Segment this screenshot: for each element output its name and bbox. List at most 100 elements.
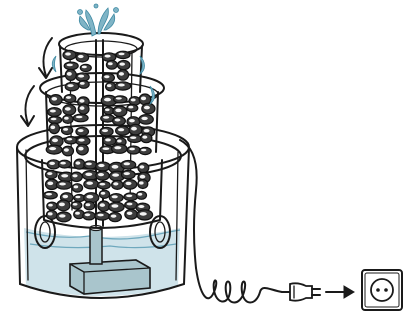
rock-highlight: [52, 97, 58, 101]
rock-highlight: [128, 106, 133, 109]
rock-highlight: [101, 192, 106, 195]
rock-highlight: [60, 162, 66, 165]
rock-highlight: [46, 193, 52, 196]
rock-highlight: [118, 84, 125, 87]
rock-highlight: [126, 195, 132, 198]
rock-highlight: [67, 72, 72, 76]
rock-highlight: [52, 138, 58, 142]
rock-highlight: [66, 96, 71, 99]
rock-highlight: [140, 175, 146, 179]
rock-highlight: [138, 193, 143, 196]
rock-highlight: [78, 139, 84, 142]
rock-highlight: [100, 203, 105, 207]
rock-highlight: [64, 117, 69, 120]
wall-socket-icon: [362, 270, 402, 310]
rock-highlight: [105, 55, 111, 58]
rock-highlight: [116, 97, 122, 99]
rock-highlight: [64, 148, 69, 151]
rock-highlight: [65, 107, 71, 111]
rock-highlight: [114, 146, 121, 149]
rock-highlight: [112, 165, 119, 169]
rock-highlight: [59, 203, 65, 207]
rock-highlight: [86, 195, 93, 199]
rock-highlight: [118, 53, 124, 56]
rock-highlight: [124, 172, 130, 175]
rock-highlight: [67, 84, 73, 87]
rock-highlight: [67, 138, 73, 141]
rock-highlight: [126, 182, 132, 185]
rock-highlight: [118, 128, 124, 131]
rock-highlight: [127, 212, 133, 215]
rock-highlight: [48, 204, 53, 207]
rock-highlight: [50, 126, 55, 130]
rock-highlight: [141, 117, 147, 120]
rock-highlight: [115, 119, 121, 122]
rock-highlight: [47, 172, 52, 175]
rock-highlight: [112, 195, 118, 198]
rock-highlight: [79, 99, 84, 103]
rock-highlight: [98, 164, 104, 167]
rock-highlight: [141, 97, 146, 101]
rock-highlight: [47, 182, 53, 186]
rock-highlight: [76, 161, 81, 164]
rock-highlight: [49, 162, 55, 165]
rock-highlight: [142, 136, 147, 139]
rock-highlight: [75, 196, 80, 198]
rock-highlight: [78, 129, 84, 132]
rock-highlight: [124, 162, 131, 165]
rock-highlight: [131, 127, 137, 131]
rock-highlight: [108, 62, 113, 65]
rock-highlight: [80, 82, 85, 85]
rock-highlight: [119, 63, 125, 66]
rock-highlight: [78, 147, 83, 151]
rock-highlight: [49, 147, 56, 150]
rock-highlight: [111, 215, 117, 218]
rock-highlight: [78, 75, 84, 78]
rock-highlight: [65, 52, 71, 55]
rock: [139, 147, 151, 154]
power-plug-icon: [282, 283, 320, 300]
rock-highlight: [50, 110, 56, 113]
rock-highlight: [67, 64, 73, 67]
rock-highlight: [127, 203, 133, 206]
rock-highlight: [105, 138, 111, 141]
rock-highlight: [73, 203, 78, 206]
rock-highlight: [144, 106, 150, 110]
rock-highlight: [105, 109, 110, 112]
rock-highlight: [119, 72, 124, 76]
rock-highlight: [75, 212, 80, 215]
rock-highlight: [130, 136, 136, 139]
rock-highlight: [85, 213, 91, 216]
rock-highlight: [131, 98, 136, 101]
rock-highlight: [48, 212, 53, 215]
rock-highlight: [138, 205, 144, 208]
rock-highlight: [86, 163, 92, 166]
rock-highlight: [72, 174, 77, 177]
rock-highlight: [59, 214, 66, 217]
rock-highlight: [76, 116, 83, 119]
rock-highlight: [86, 203, 91, 206]
rock-highlight: [129, 148, 135, 151]
rock-highlight: [102, 129, 108, 132]
rock-highlight: [51, 118, 57, 121]
rock-highlight: [104, 75, 109, 78]
rock-highlight: [103, 116, 109, 119]
rock-highlight: [61, 174, 68, 177]
rock-highlight: [59, 183, 66, 186]
rock-highlight: [129, 119, 135, 122]
rock-highlight: [103, 147, 110, 150]
rock-highlight: [74, 185, 79, 188]
rock-highlight: [86, 182, 93, 185]
rock-highlight: [100, 183, 106, 186]
rock-highlight: [63, 195, 69, 198]
rock-highlight: [115, 109, 121, 113]
rock-highlight: [139, 181, 144, 184]
rock-highlight: [112, 173, 119, 176]
rock-highlight: [140, 212, 147, 216]
rock-highlight: [113, 182, 118, 185]
rock-highlight: [107, 84, 112, 87]
rock-highlight: [98, 173, 104, 176]
rock-highlight: [144, 129, 150, 132]
